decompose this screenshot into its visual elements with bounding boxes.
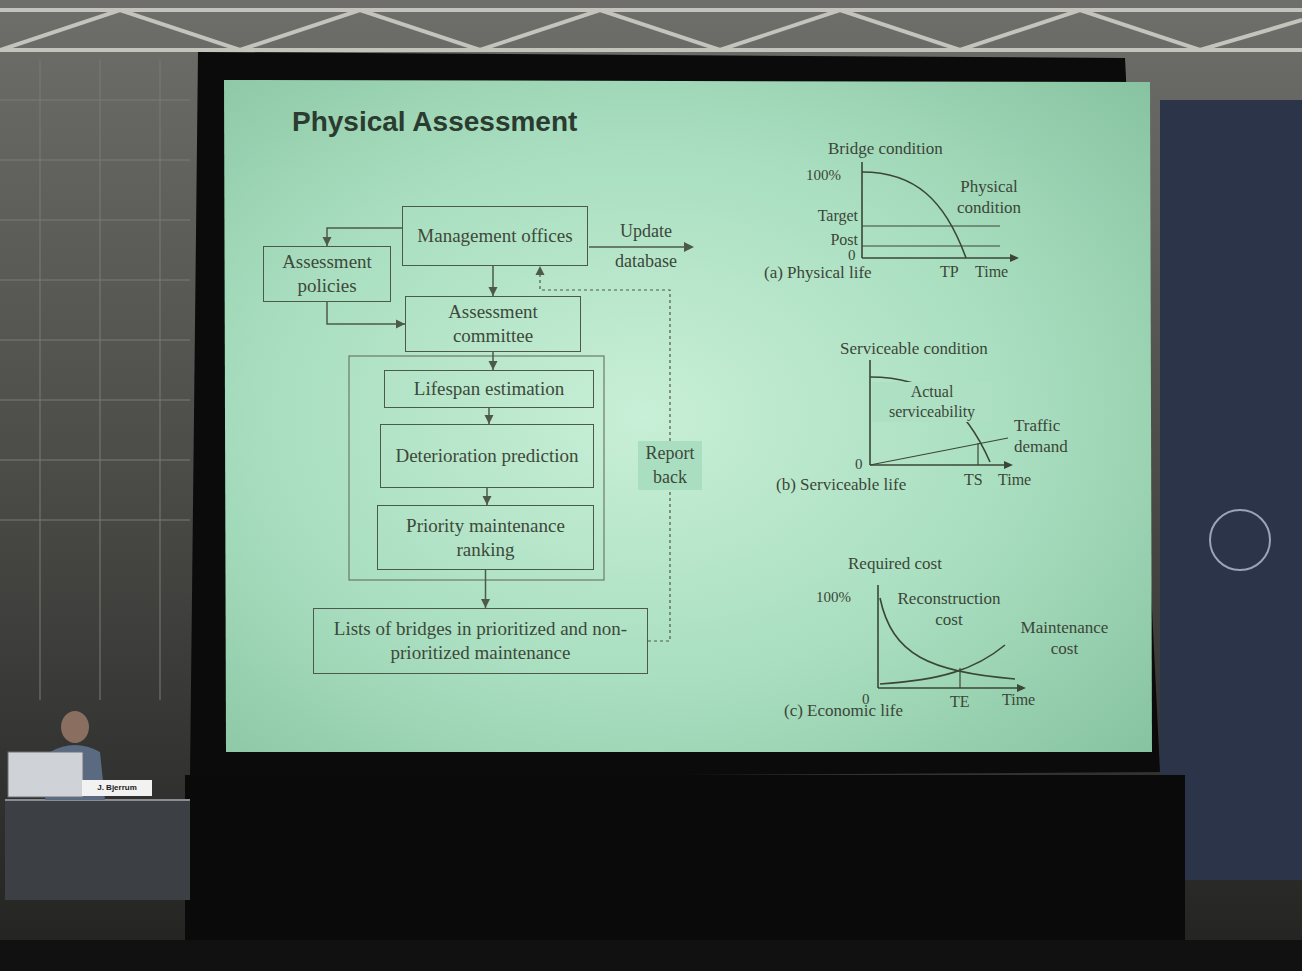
axis-value: TS bbox=[964, 470, 996, 490]
wall-lattice bbox=[0, 60, 190, 700]
arrowhead bbox=[396, 320, 405, 329]
process-box: Lists of bridges in prioritized and non-… bbox=[313, 608, 648, 674]
arrowhead bbox=[483, 496, 492, 505]
connector-line bbox=[327, 302, 405, 324]
axis-title: Time bbox=[1002, 690, 1047, 710]
slide-title: Physical Assessment bbox=[292, 106, 577, 138]
banner bbox=[1160, 100, 1302, 880]
process-box: Priority maintenance ranking bbox=[377, 505, 594, 570]
chart-caption: (c) Economic life bbox=[784, 700, 934, 721]
floor bbox=[0, 940, 1302, 971]
desk bbox=[5, 800, 190, 900]
curve-label: Physical condition bbox=[948, 176, 1030, 219]
screen-stand bbox=[185, 775, 1185, 940]
box-text: Deterioration prediction bbox=[395, 444, 578, 468]
box-text: Management offices bbox=[417, 224, 572, 248]
connector bbox=[483, 488, 492, 505]
axis-title: Time bbox=[998, 470, 1043, 490]
connector bbox=[489, 266, 498, 296]
connector bbox=[481, 570, 490, 608]
group-frame bbox=[349, 356, 604, 580]
connector bbox=[485, 408, 494, 424]
edge-label: Report back bbox=[638, 441, 702, 490]
connector bbox=[323, 228, 403, 246]
screen-frame bbox=[190, 52, 1160, 778]
connector-line bbox=[327, 228, 402, 246]
roof-truss bbox=[0, 10, 1302, 50]
axis-value: 100% bbox=[806, 166, 856, 185]
axis-title: Time bbox=[975, 262, 1020, 282]
curve-label: Maintenance cost bbox=[1012, 617, 1117, 660]
arrowhead bbox=[481, 599, 490, 608]
axis-value: 100% bbox=[816, 588, 866, 607]
axis-value: TE bbox=[950, 692, 982, 712]
process-box: Deterioration prediction bbox=[380, 424, 594, 488]
line-label: Post bbox=[790, 230, 858, 250]
update-arrow bbox=[589, 242, 694, 252]
chart-economic-life bbox=[878, 585, 1018, 688]
axis-value: TP bbox=[940, 262, 972, 282]
arrowhead bbox=[489, 361, 498, 370]
speaker-head bbox=[61, 711, 89, 743]
process-box: Management offices bbox=[402, 206, 588, 266]
laptop bbox=[8, 752, 83, 797]
axis-value: 0 bbox=[848, 246, 860, 265]
arrowhead bbox=[485, 415, 494, 424]
name-plate bbox=[82, 780, 152, 796]
axis-title: Serviceable condition bbox=[840, 338, 1030, 359]
connector bbox=[489, 352, 498, 370]
name-plate-text: J. Bjerrum bbox=[84, 782, 150, 795]
chart-caption: (b) Serviceable life bbox=[776, 474, 956, 495]
process-box: Lifespan estimation bbox=[384, 370, 594, 408]
arrow-label: Update database bbox=[600, 216, 692, 276]
axis-title: Required cost bbox=[848, 553, 978, 574]
curve-label: Reconstruction cost bbox=[884, 588, 1014, 631]
banner-logo bbox=[1210, 510, 1270, 570]
process-box: Assessment policies bbox=[263, 246, 391, 302]
chart-caption: (a) Physical life bbox=[764, 262, 899, 283]
axis-value: 0 bbox=[855, 455, 867, 474]
arrowhead bbox=[536, 266, 545, 275]
arrowhead bbox=[489, 287, 498, 296]
process-box: Assessment committee bbox=[405, 296, 581, 352]
box-text: Priority maintenance ranking bbox=[386, 514, 585, 562]
box-text: Assessment policies bbox=[272, 250, 382, 298]
line-label: Traffic demand bbox=[1014, 415, 1084, 458]
curve-label: Actual serviceability bbox=[872, 382, 992, 422]
axis-arrow bbox=[1010, 254, 1019, 262]
chart-serviceable-life bbox=[870, 360, 1008, 465]
arrowhead bbox=[323, 237, 332, 246]
connector bbox=[327, 302, 405, 329]
axis-title: Bridge condition bbox=[828, 138, 978, 159]
line-label: Target bbox=[790, 206, 858, 226]
slide bbox=[224, 80, 1152, 752]
box-text: Lists of bridges in prioritized and non-… bbox=[322, 617, 639, 665]
box-text: Lifespan estimation bbox=[414, 377, 564, 401]
axis-arrow bbox=[1017, 684, 1026, 692]
axis-arrow bbox=[1004, 461, 1013, 469]
box-text: Assessment committee bbox=[414, 300, 572, 348]
